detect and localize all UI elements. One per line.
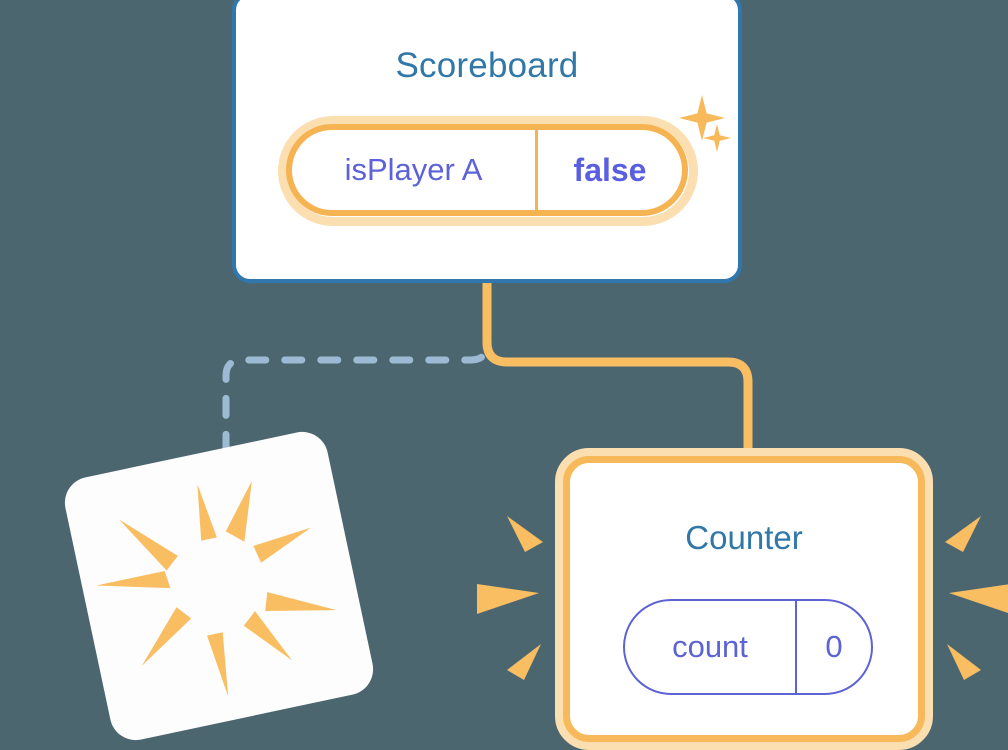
counter-ray-right-mid	[949, 584, 1008, 613]
scoreboard-state-key: isPlayer A	[292, 130, 538, 210]
counter-state-key: count	[625, 601, 797, 693]
scoreboard-to-counter-connector	[482, 283, 753, 470]
scoreboard-state-pill-glow: isPlayer A false	[278, 116, 698, 226]
scoreboard-state-pill[interactable]: isPlayer A false	[286, 124, 688, 216]
counter-card-inner: Counter count 0	[563, 456, 925, 742]
scoreboard-card[interactable]: Scoreboard isPlayer A false	[232, 0, 742, 283]
counter-ray-right-top	[945, 516, 981, 552]
scoreboard-to-flash-card-connector	[222, 283, 491, 480]
scoreboard-title: Scoreboard	[395, 46, 579, 85]
counter-ray-left-mid	[477, 584, 539, 614]
counter-state-pill[interactable]: count 0	[623, 599, 873, 695]
counter-card[interactable]: Counter count 0	[555, 448, 933, 750]
scoreboard-state-value: false	[573, 151, 647, 188]
counter-ray-left-bottom	[507, 644, 541, 680]
counter-title: Counter	[685, 519, 803, 556]
counter-state-value: 0	[825, 629, 843, 664]
flash-card-burst-icon	[96, 480, 337, 697]
counter-ray-right-bottom	[947, 644, 981, 680]
counter-ray-left-top	[507, 516, 543, 552]
flash-card[interactable]	[60, 427, 378, 745]
